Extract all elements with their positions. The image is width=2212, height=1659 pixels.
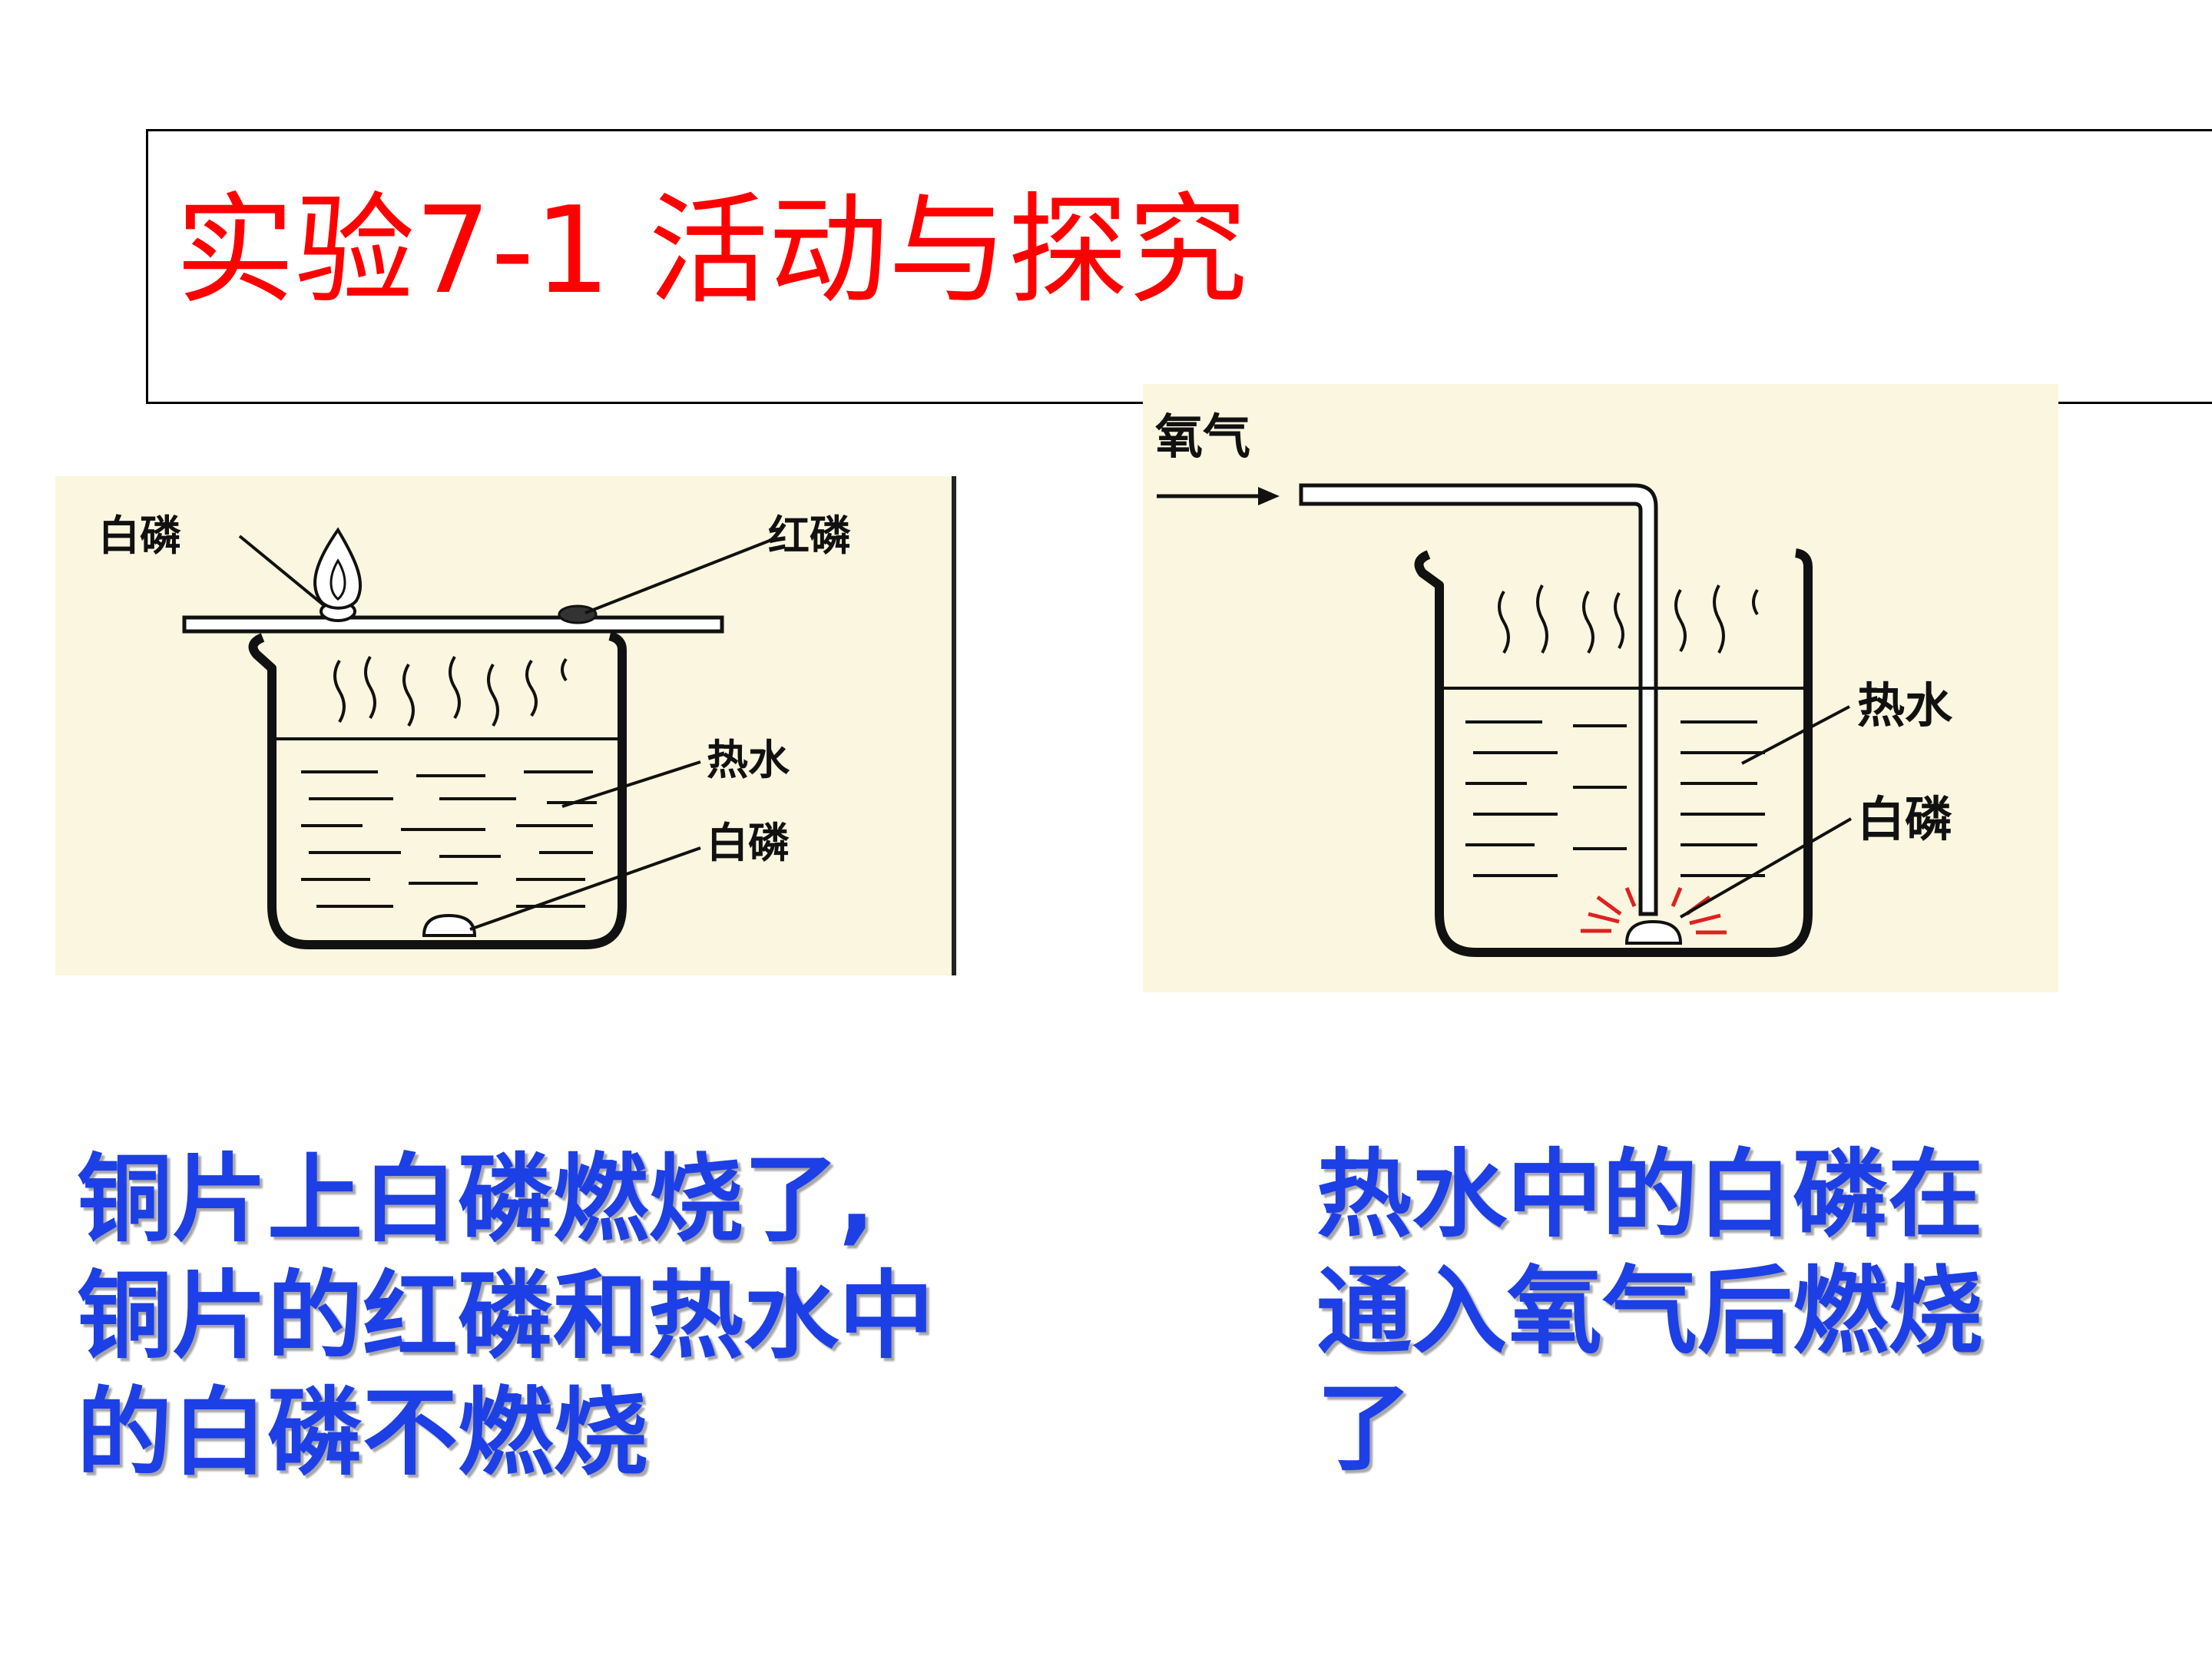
oxygen-tube xyxy=(1299,483,1658,916)
right-caption-line: 热水中的白磷在 xyxy=(1316,1140,1984,1250)
left-beaker xyxy=(248,631,627,949)
flame-icon xyxy=(313,527,363,610)
left-caption: 铜片上白磷燃烧了, 铜片的红磷和热水中 的白磷不燃烧 xyxy=(77,1141,1075,1492)
red-phosphorus-on-plate xyxy=(558,604,598,624)
left-beaker-diagram: 白磷 红磷 热水 白磷 xyxy=(98,476,956,975)
label-white-phosphorus-top: 白磷 xyxy=(98,512,181,560)
slide-title: 实验7-1 活动与探究 xyxy=(175,180,1248,320)
label-hot-water-left: 热水 xyxy=(707,736,790,784)
right-caption: 热水中的白磷在 通入氧气后燃烧 了 xyxy=(1316,1137,2085,1487)
label-white-phosphorus-right: 白磷 xyxy=(1857,791,1952,847)
label-white-phosphorus-bottom: 白磷 xyxy=(707,819,790,867)
left-caption-line: 铜片的红磷和热水中 xyxy=(77,1261,935,1372)
right-beaker-diagram: 氧气 xyxy=(1155,409,1953,957)
right-experiment-figure: 氧气 xyxy=(1143,384,2058,992)
label-hot-water-right: 热水 xyxy=(1857,677,1953,733)
right-caption-line: 了 xyxy=(1316,1373,1412,1484)
white-phosphorus-in-water xyxy=(422,913,477,937)
right-beaker xyxy=(1414,548,1813,957)
left-caption-line: 的白磷不燃烧 xyxy=(77,1378,649,1488)
title-box xyxy=(146,129,2212,404)
left-experiment-figure: 白磷 红磷 热水 白磷 xyxy=(55,476,957,975)
label-red-phosphorus: 红磷 xyxy=(768,512,851,560)
white-phosphorus-burning xyxy=(1624,919,1683,945)
oxygen-arrow xyxy=(1157,487,1280,505)
right-caption-line: 通入氧气后燃烧 xyxy=(1316,1257,1984,1367)
copper-plate xyxy=(182,615,724,634)
left-caption-line: 铜片上白磷燃烧了, xyxy=(77,1144,876,1255)
label-oxygen: 氧气 xyxy=(1155,409,1250,465)
